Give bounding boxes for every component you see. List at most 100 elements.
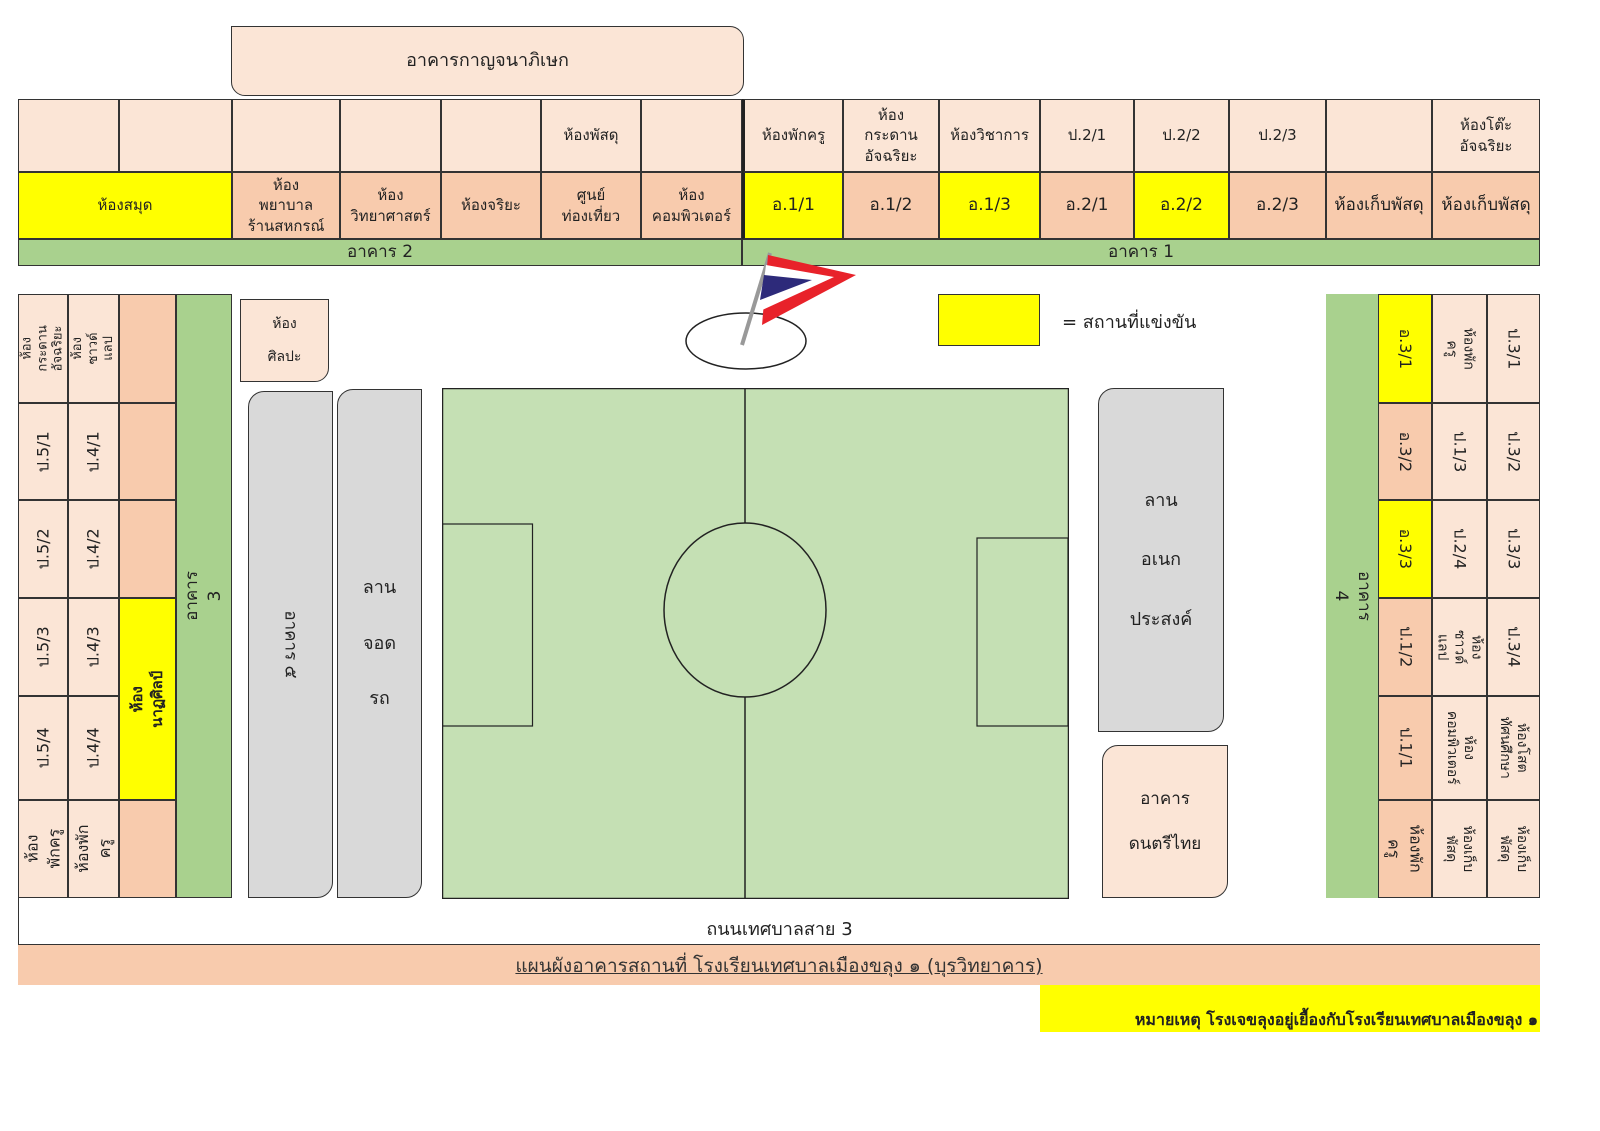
room-cell-label: ห้องโสต ทัศนศึกษา (1497, 716, 1531, 780)
parking-area: ลาน จอด รถ (337, 389, 422, 898)
room-cell: อ.2/1 (1040, 172, 1134, 239)
room-cell-label: อ.3/3 (1395, 528, 1415, 570)
map-title: แผนผังอาคารสถานที่ โรงเรียนเทศบาลเมืองขล… (18, 945, 1540, 985)
room-cell: ป.4/1 (68, 403, 119, 500)
building-3-text: อาคาร 3 (182, 571, 225, 621)
room-cell: ห้องพักครู (1378, 800, 1432, 898)
room-cell (1326, 99, 1432, 172)
room-cell-label: ป.4/4 (83, 727, 103, 769)
empty-room-cell (119, 294, 176, 403)
room-cell: ป.3/4 (1487, 598, 1540, 696)
note: หมายเหตุ โรงเจขลุงอยู่เยื้องกับโรงเรียนเ… (1040, 985, 1540, 1032)
room-cell-label: ป.3/3 (1504, 528, 1524, 570)
room-cell-label: ป.3/1 (1504, 328, 1524, 369)
room-cell: ป.3/1 (1487, 294, 1540, 403)
room-cell: ป.1/2 (1378, 598, 1432, 696)
room-cell-label: ป.5/1 (33, 431, 53, 472)
room-cell: อ.3/2 (1378, 403, 1432, 500)
room-cell-label: ป.1/1 (1395, 727, 1415, 769)
room-cell: ห้องเก็บพัสดุ (1326, 172, 1432, 239)
room-cell-label: ห้อง คอมพิวเตอร์ (1443, 711, 1477, 785)
room-cell: ป.1/1 (1378, 696, 1432, 800)
room-cell: ห้องพักครู (1432, 294, 1487, 403)
room-cell: ป.4/2 (68, 500, 119, 598)
room-cell: ป.3/2 (1487, 403, 1540, 500)
room-cell: ป.5/2 (18, 500, 68, 598)
football-field (442, 388, 1069, 899)
room-cell-label: ห้องเก็บ พัสดุ (1497, 825, 1531, 873)
room-cell: ป.4/4 (68, 696, 119, 800)
building-4-label: อาคาร 4 (1326, 294, 1378, 898)
room-cell (441, 99, 541, 172)
room-cell: อ.2/2 (1134, 172, 1229, 239)
road-label: ถนนเทศบาลสาย 3 (18, 898, 1540, 945)
center-circle (663, 522, 827, 698)
room-cell: ป.2/1 (1040, 99, 1134, 172)
building-5-text: อาคาร ๕ (280, 610, 301, 679)
room-cell: ห้องโสต ทัศนศึกษา (1487, 696, 1540, 800)
room-cell (340, 99, 441, 172)
room-cell: ป.2/3 (1229, 99, 1326, 172)
building-3-label: อาคาร 3 (176, 294, 232, 898)
room-cell (119, 99, 232, 172)
legend-label: = สถานที่แข่งขัน (1062, 312, 1197, 333)
legend-swatch (938, 294, 1040, 346)
room-cell: ห้อง พยาบาล ร้านสหกรณ์ (232, 172, 340, 239)
room-cell: อ.3/3 (1378, 500, 1432, 598)
room-cell-label: ป.4/2 (83, 528, 103, 570)
room-cell-label: ป.1/3 (1450, 431, 1470, 472)
room-cell: ป.2/4 (1432, 500, 1487, 598)
room-cell (232, 99, 340, 172)
room-cell: อ.1/1 (742, 172, 843, 239)
room-cell: อ.2/3 (1229, 172, 1326, 239)
right-penalty-box (976, 537, 1069, 727)
room-cell: ห้องเก็บ พัสดุ (1487, 800, 1540, 898)
thai-music-building: อาคาร ดนตรีไทย (1102, 745, 1228, 898)
room-cell-label: อ.3/2 (1395, 431, 1415, 472)
room-cell: ห้องเก็บ พัสดุ (1432, 800, 1487, 898)
room-cell: ห้องกระดาน อัจฉริยะ (18, 294, 68, 403)
room-cell-label: ป.2/4 (1450, 528, 1470, 570)
room-cell: ห้อง วิทยาศาสตร์ (340, 172, 441, 239)
room-cell: ห้อง คอมพิวเตอร์ (641, 172, 742, 239)
room-cell-label: ป.3/4 (1504, 626, 1524, 668)
room-cell-label: ห้องพักครู (1385, 824, 1426, 874)
building-2-label: อาคาร 2 (18, 239, 742, 266)
room-cell-label: ป.5/2 (33, 528, 53, 570)
room-cell: ป.5/4 (18, 696, 68, 800)
building-4-text: อาคาร 4 (1331, 571, 1374, 621)
empty-room-cell (119, 500, 176, 598)
room-cell-label: ป.1/2 (1395, 626, 1415, 668)
room-cell-label: ห้องพักครู (22, 829, 63, 869)
building-5: อาคาร ๕ (248, 391, 333, 898)
room-cell: ห้องซาวด์ แลป (68, 294, 119, 403)
room-cell-label: อ.3/1 (1395, 328, 1415, 369)
room-cell: ป.2/2 (1134, 99, 1229, 172)
room-cell: อ.3/1 (1378, 294, 1432, 403)
room-cell: ห้อง กระดาน อัจฉริยะ (843, 99, 939, 172)
room-cell-label: ป.3/2 (1504, 431, 1524, 472)
room-cell: ป.1/3 (1432, 403, 1487, 500)
room-cell-label: ห้องพักครู (72, 824, 114, 874)
room-cell: ป.3/3 (1487, 500, 1540, 598)
room-cell: ป.5/3 (18, 598, 68, 696)
art-room: ห้อง ศิลปะ (240, 299, 329, 382)
room-cell: อ.1/2 (843, 172, 939, 239)
room-cell: อ.1/3 (939, 172, 1040, 239)
room-cell-label: ป.5/3 (33, 626, 53, 668)
room-cell: ห้องโต๊ะ อัจฉริยะ (1432, 99, 1540, 172)
room-cell: ห้องพักครู (18, 800, 68, 898)
dance-room-cell-label: ห้องนาฏศิลป์ (128, 670, 167, 728)
room-cell-label: ห้องพักครู (1443, 327, 1477, 370)
room-cell: ป.4/3 (68, 598, 119, 696)
room-cell-label: ห้องซาวด์ แลป (1435, 629, 1485, 665)
room-cell: ห้องพัสดุ (541, 99, 641, 172)
room-cell: ศูนย์ ท่องเที่ยว (541, 172, 641, 239)
room-cell-label: ป.4/3 (83, 626, 103, 668)
empty-room-cell (119, 403, 176, 500)
room-cell: ป.5/1 (18, 403, 68, 500)
left-penalty-box (442, 523, 534, 727)
room-cell: ห้องวิชาการ (939, 99, 1040, 172)
room-cell: ห้องซาวด์ แลป (1432, 598, 1487, 696)
